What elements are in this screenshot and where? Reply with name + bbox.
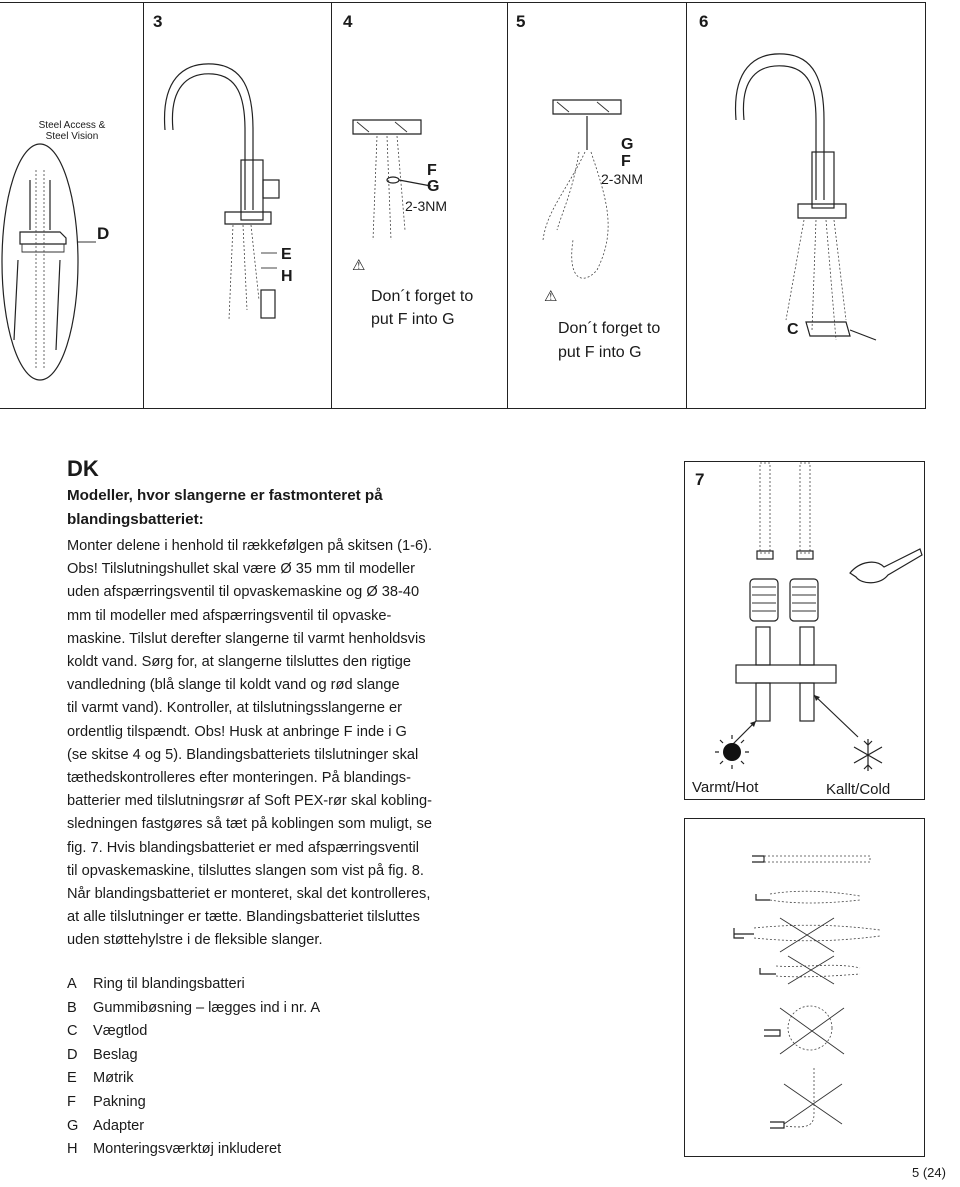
body-line: uden afspærringsventil til opvaskemaskin… <box>67 584 420 601</box>
legend-key: E <box>67 1070 77 1087</box>
legend-item: G Adapter <box>67 1115 320 1139</box>
panel5-warning-line2: put F into G <box>558 344 642 361</box>
panel3-faucet-illustration <box>163 63 280 321</box>
bracket-illustration <box>1 143 96 381</box>
section-heading-2: blandingsbatteriet: <box>67 511 204 528</box>
hose-row-coil <box>764 1005 845 1055</box>
panel4-label-g: G <box>427 178 440 195</box>
hose-row-loop <box>770 1068 843 1129</box>
step-number-6: 6 <box>699 12 709 31</box>
legend-text: Møtrik <box>93 1070 134 1087</box>
parts-legend: A Ring til blandingsbatteri B Gummibøsning… <box>67 973 320 1162</box>
legend-item: H Monteringsværktøj inkluderet <box>67 1138 320 1162</box>
legend-text: Adapter <box>93 1117 145 1134</box>
body-line: Når blandingsbatteriet er monteret, skal… <box>67 886 431 903</box>
panel5-torque: 2-3NM <box>601 171 644 187</box>
label-h: H <box>281 268 293 285</box>
panel5-label-g: G <box>621 136 634 153</box>
body-line: batterier med tilslutningsrør af Soft PE… <box>67 793 432 810</box>
page-number: 5 (24) <box>912 1165 946 1180</box>
legend-key: A <box>67 976 77 992</box>
step-box-left <box>0 2 144 409</box>
body-line: (se skitse 4 og 5). Blandingsbatteriets … <box>67 746 419 763</box>
legend-item: D Beslag <box>67 1044 320 1068</box>
legend-text: Beslag <box>93 1046 138 1063</box>
panel4-gasket-illustration <box>352 119 432 241</box>
legend-text: Monteringsværktøj inkluderet <box>93 1141 282 1158</box>
fig7-cold-label: Kallt/Cold <box>826 781 891 798</box>
legend-text: Gummibøsning – lægges ind i nr. A <box>93 999 321 1016</box>
body-line: vandledning (blå slange til koldt vand o… <box>67 677 400 694</box>
legend-item: E Møtrik <box>67 1067 320 1091</box>
body-line: fig. 7. Hvis blandingsbatteriet er med a… <box>67 839 420 856</box>
panel-left-caption-2: Steel Vision <box>45 131 99 142</box>
legend-key: D <box>67 1046 78 1063</box>
panel4-torque: 2-3NM <box>405 198 448 214</box>
body-line: til varmt vand). Kontroller, at tilslutn… <box>67 700 403 717</box>
body-line: uden støttehylstre i de fleksible slange… <box>67 932 323 949</box>
panel5-warning-icon: ⚠ <box>544 288 558 305</box>
body-line: til opvaskemaskine, tilsluttes slangen s… <box>67 862 424 879</box>
panel4-warning-line2: put F into G <box>371 311 455 328</box>
snowflake-icon <box>853 739 883 771</box>
legend-key: C <box>67 1023 78 1040</box>
step-box-5 <box>507 2 687 409</box>
section-heading-1: Modeller, hvor slangerne er fastmonteret… <box>67 487 383 504</box>
legend-item: A Ring til blandingsbatteri <box>67 973 320 997</box>
step-number-3: 3 <box>153 12 163 31</box>
body-line: Monter delene i henhold til rækkefølgen … <box>67 538 433 554</box>
panel4-warning-icon: ⚠ <box>352 257 366 274</box>
section-body: Monter delene i henhold til rækkefølgen … <box>67 535 487 953</box>
legend-key: F <box>67 1093 76 1110</box>
legend-text: Pakning <box>93 1093 146 1110</box>
fig8-hose-routing-illustration <box>733 855 881 1129</box>
body-line: Obs! Tilslutningshullet skal være Ø 35 m… <box>67 561 415 578</box>
panel6-label-c: C <box>787 321 799 338</box>
step-number-4: 4 <box>343 12 353 31</box>
fig7-hot-label: Varmt/Hot <box>692 779 759 796</box>
step-box-3 <box>143 2 332 409</box>
fig7-connection-illustration <box>715 462 923 771</box>
step-box-4 <box>331 2 508 409</box>
step-number-5: 5 <box>516 12 526 31</box>
legend-text: Vægtlod <box>93 1023 148 1040</box>
legend-item: B Gummibøsning – lægges ind i nr. A <box>67 997 320 1021</box>
panel5-label-f: F <box>621 153 631 170</box>
legend-text: Ring til blandingsbatteri <box>93 976 245 992</box>
panel5-warning-line1: Don´t forget to <box>558 320 661 337</box>
legend-key: H <box>67 1141 78 1158</box>
body-line: sledningen fastgøres så tæt på koblingen… <box>67 816 433 833</box>
panel-left-caption-1: Steel Access & <box>38 120 106 131</box>
hose-row-ok-2 <box>755 890 861 904</box>
hose-row-ok-1 <box>752 855 871 863</box>
hose-row-wrong-2 <box>759 955 861 985</box>
sun-icon <box>715 735 749 769</box>
panel6-faucet-illustration <box>734 53 877 341</box>
body-line: ordentlig tilspændt. Obs! Husk at anbrin… <box>67 723 407 740</box>
body-line: koldt vand. Sørg for, at slangerne tilsl… <box>67 654 411 671</box>
step-number-7: 7 <box>695 470 705 489</box>
step-box-6 <box>686 2 926 409</box>
body-line: maskine. Tilslut derefter slangerne til … <box>67 630 426 647</box>
fig8-box <box>684 818 925 1157</box>
body-line: at alle tilslutninger er tætte. Blanding… <box>67 909 420 926</box>
label-e: E <box>281 246 292 263</box>
label-d: D <box>97 224 110 243</box>
legend-key: G <box>67 1117 79 1134</box>
legend-item: C Vægtlod <box>67 1020 320 1044</box>
fig7-box <box>684 461 925 800</box>
body-line: mm til modeller med afspærringsventil ti… <box>67 607 392 624</box>
panel5-hose-illustration <box>542 99 622 279</box>
section-lang: DK <box>67 456 99 481</box>
hose-row-wrong-1 <box>733 917 881 953</box>
legend-item: F Pakning <box>67 1091 320 1115</box>
body-line: tæthedskontrolleres efter monteringen. P… <box>67 770 411 787</box>
panel4-warning-line1: Don´t forget to <box>371 288 474 305</box>
panel4-label-f: F <box>427 162 437 179</box>
legend-key: B <box>67 999 77 1016</box>
